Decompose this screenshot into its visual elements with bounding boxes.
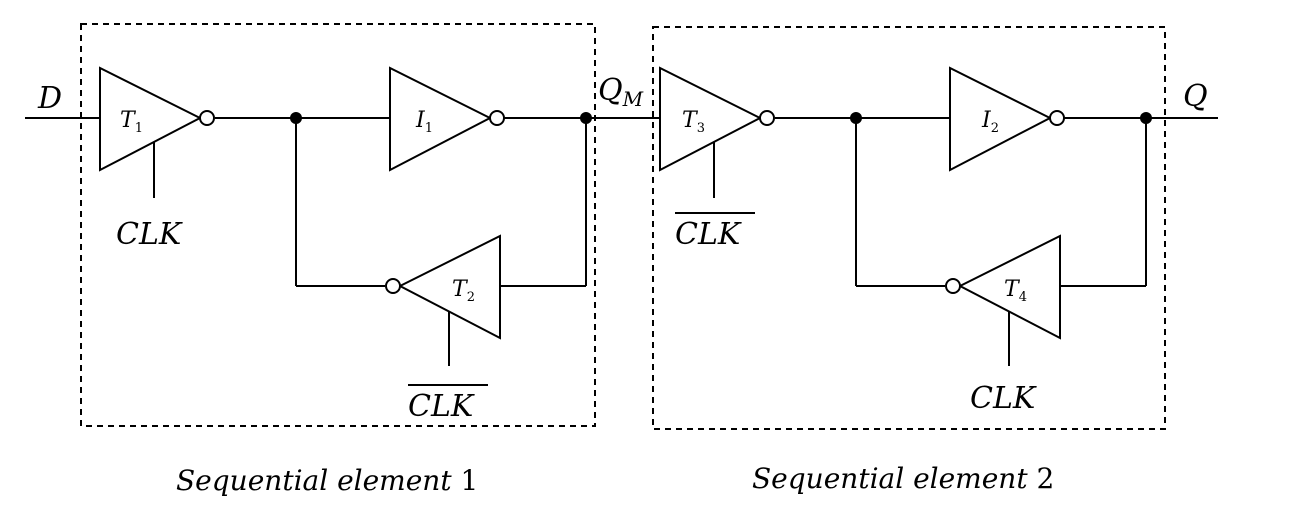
gate-t1-bubble	[199, 110, 215, 126]
gate-t3	[659, 66, 763, 172]
gate-i1-label: I1	[415, 108, 433, 136]
signal-clk-t1-label: CLK	[116, 217, 183, 252]
signal-clkbar-t2-label: CLK	[408, 389, 475, 424]
gate-t4	[957, 234, 1061, 340]
gate-i2-label: I2	[981, 108, 999, 136]
signal-d-label: D	[37, 81, 62, 116]
gate-t2	[397, 234, 501, 340]
gate-t3-bubble	[759, 110, 775, 126]
junction-q	[1140, 112, 1152, 124]
gate-t4-label: T4	[1004, 277, 1027, 305]
gate-t3-label: T3	[682, 108, 705, 136]
signal-clkbar-t3-label: CLK	[675, 217, 742, 252]
gate-t2-label: T2	[452, 277, 475, 305]
signal-qm-label: QM	[598, 73, 644, 111]
sequential-element-1-box	[80, 23, 596, 427]
gate-t1	[99, 66, 203, 172]
sequential-element-2-box	[652, 26, 1166, 430]
caption-sequential-element-2: Sequential element 2	[752, 462, 1054, 495]
caption-sequential-element-1: Sequential element 1	[176, 464, 478, 497]
gate-i1	[389, 66, 493, 172]
gate-i2	[949, 66, 1053, 172]
junction-node-2	[850, 112, 862, 124]
junction-node-1	[290, 112, 302, 124]
gate-t4-bubble	[945, 278, 961, 294]
signal-q-label: Q	[1183, 79, 1208, 114]
junction-qm	[580, 112, 592, 124]
gate-t1-label: T1	[120, 108, 143, 136]
gate-i1-bubble	[489, 110, 505, 126]
gate-i2-bubble	[1049, 110, 1065, 126]
signal-clk-t4-label: CLK	[970, 381, 1037, 416]
gate-t2-bubble	[385, 278, 401, 294]
